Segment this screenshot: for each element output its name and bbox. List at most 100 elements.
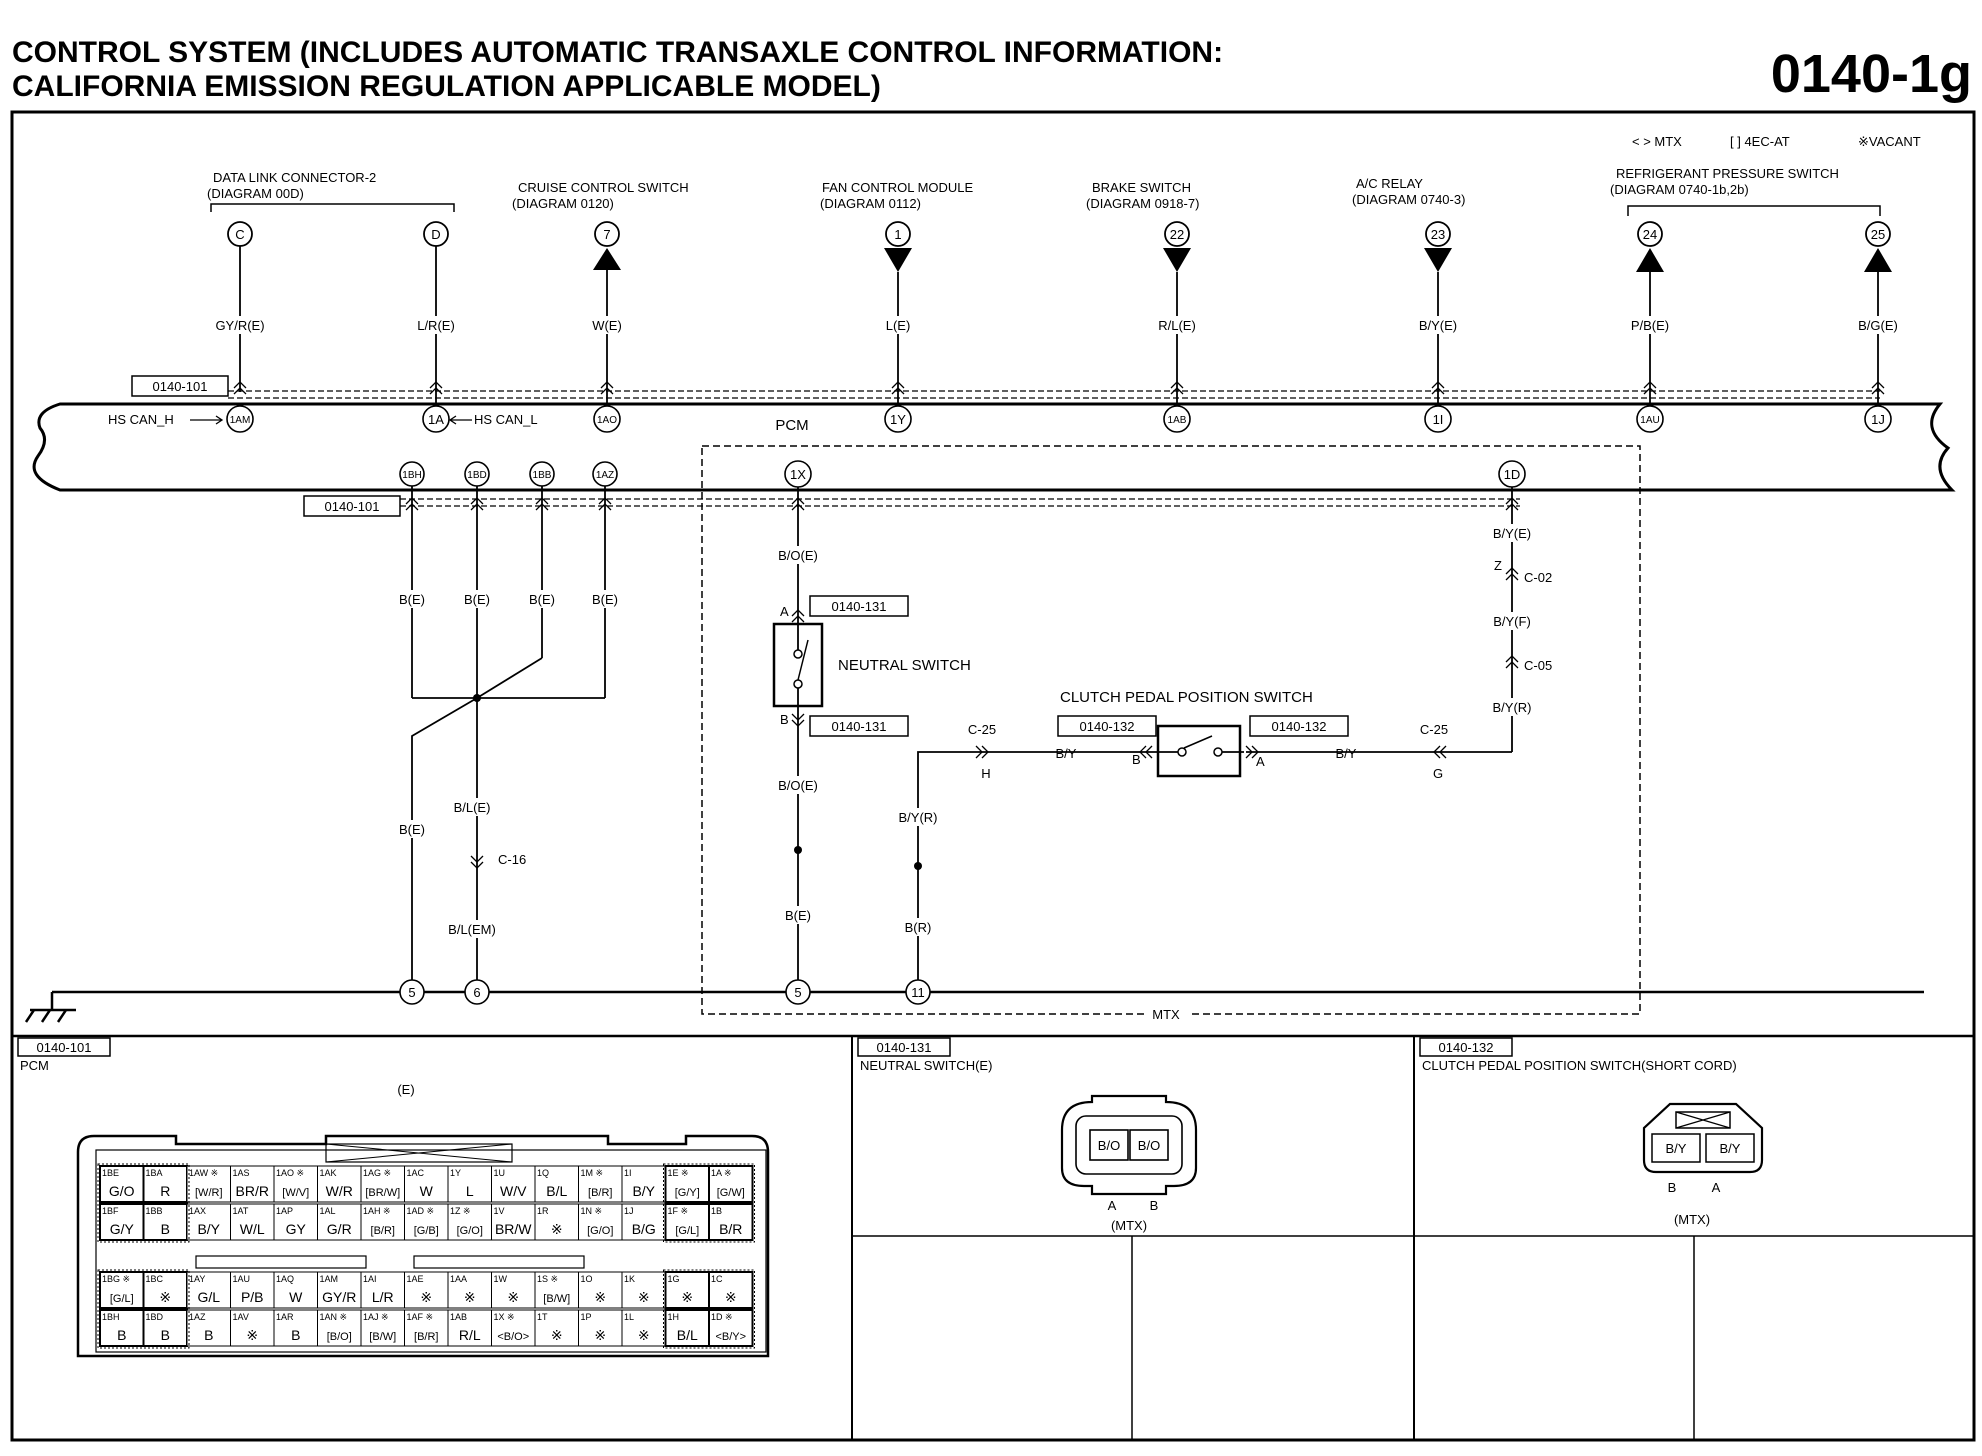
pcm-pin-id: 1W <box>494 1274 508 1284</box>
clutch-letter-right: A <box>1712 1180 1721 1195</box>
clutch-letter-left: B <box>1668 1180 1677 1195</box>
pcm-pin-1am: 1AM <box>226 405 254 433</box>
pcm-pin-wire: [B/O] <box>327 1331 352 1343</box>
pcm-pin-cell <box>273 1165 318 1203</box>
clutch-switch-label: CLUTCH PEDAL POSITION SWITCH <box>1060 689 1313 706</box>
pcm-pin-1ao: 1AO <box>593 405 621 433</box>
clutch-switch-connector-panel: 0140-132 CLUTCH PEDAL POSITION SWITCH(SH… <box>1419 1037 1764 1227</box>
pcm-pin-id: 1AL <box>320 1206 336 1216</box>
pcm-pin-id: 1A ※ <box>711 1168 732 1178</box>
pcm-pin-cell <box>99 1203 145 1241</box>
pcm-pin-wire: L/R <box>372 1289 394 1305</box>
wire-label-l: L(E) <box>886 318 911 333</box>
pcm-pin-id: 1AR <box>276 1312 294 1322</box>
hs-can-l-label: HS CAN_L <box>474 412 538 427</box>
pcm-pin-1a: 1A <box>422 405 450 433</box>
pcm-pin-wire: W <box>420 1183 434 1199</box>
pcm-pin-id: 1L <box>624 1312 634 1322</box>
pcm-pin-cell <box>360 1309 405 1347</box>
pcm-pin-id: 1BE <box>102 1168 119 1178</box>
pcm-pin-cell <box>578 1271 623 1309</box>
wire-label-pb: P/B(E) <box>1631 318 1669 333</box>
neutral-connector-housing <box>1060 1094 1198 1196</box>
pcm-pin-cell <box>360 1271 405 1309</box>
pcm-pin-cell <box>491 1309 536 1347</box>
pcm-ref-top: 0140-101 <box>153 379 208 394</box>
pcm-pin-id: 1Q <box>537 1168 549 1178</box>
svg-text:1Y: 1Y <box>890 412 906 427</box>
pcm-pin-id: 1Z ※ <box>450 1206 471 1216</box>
pcm-pin-cell <box>230 1203 275 1241</box>
pcm-pin-id: 1E ※ <box>668 1168 689 1178</box>
pcm-pin-wire: [B/W] <box>543 1293 570 1305</box>
connector-7: 7 W(E) <box>583 221 631 408</box>
hs-can-h-label: HS CAN_H <box>108 412 174 427</box>
svg-text:1BH: 1BH <box>402 470 421 481</box>
pcm-pin-wire: B/R <box>719 1221 742 1237</box>
pcm-pin-id: 1AG ※ <box>363 1168 391 1178</box>
svg-text:25: 25 <box>1871 227 1885 242</box>
wire-label-by-r-chain: B/Y(R) <box>1493 700 1532 715</box>
pcm-pin-cell <box>273 1203 318 1241</box>
hs-can-h-arrow <box>190 415 224 425</box>
svg-text:1AB: 1AB <box>1168 415 1187 426</box>
pcm-pin-wire: [G/Y] <box>675 1187 700 1199</box>
pcm-pin-wire: GY/R <box>322 1289 356 1305</box>
connector-22: 22 R/L(E) <box>1147 221 1207 408</box>
svg-text:7: 7 <box>603 227 610 242</box>
pcm-pin-wire: B/G <box>632 1221 656 1237</box>
clutch-panel-ref: 0140-132 <box>1439 1040 1494 1055</box>
svg-text:1AO: 1AO <box>597 415 617 426</box>
pcm-pin-id: 1BG ※ <box>102 1274 130 1284</box>
pcm-pin-wire: [G/O] <box>587 1225 613 1237</box>
ground-point-5-left: 5 <box>399 979 425 1005</box>
svg-text:1AM: 1AM <box>230 415 251 426</box>
pcm-pin-cell <box>708 1271 754 1309</box>
svg-text:C: C <box>235 227 244 242</box>
connector-25: 25 B/G(E) <box>1848 221 1908 404</box>
neutral-switch-connector-panel: 0140-131 NEUTRAL SWITCH(E) B/O B/O A B (… <box>857 1037 1198 1233</box>
wire-label-b-e-6: B(E) <box>785 908 811 923</box>
wire-label-b-e-3: B(E) <box>529 592 555 607</box>
neutral-letter-right: B <box>1150 1198 1159 1213</box>
pcm-pin-id: 1AZ <box>189 1312 206 1322</box>
pcm-pin-id: 1C <box>711 1274 723 1284</box>
pcm-pin-wire: B/Y <box>197 1221 220 1237</box>
pcm-pin-cell <box>534 1309 579 1347</box>
pcm-pin-wire: R/L <box>459 1327 481 1343</box>
pcm-pin-id: 1O <box>581 1274 593 1284</box>
pcm-pin-id: 1BD <box>146 1312 164 1322</box>
svg-text:1A: 1A <box>428 412 444 427</box>
pcm-cavity-hatch <box>663 1269 755 1349</box>
pcm-pin-wire: B <box>291 1327 300 1343</box>
cruise-control-switch-ref: (DIAGRAM 0120) <box>512 196 614 211</box>
neutral-switch-ref-a: 0140-131 <box>832 599 887 614</box>
legend-mtx: < > MTX <box>1632 134 1682 149</box>
pcm-pin-cell <box>186 1203 231 1241</box>
pcm-pin-wire: ※ <box>551 1221 563 1237</box>
clutch-panel-name: CLUTCH PEDAL POSITION SWITCH(SHORT CORD) <box>1422 1058 1737 1073</box>
pcm-pin-1bb: 1BB <box>529 461 555 487</box>
pcm-pin-1y: 1Y <box>884 405 912 433</box>
pcm-pin-wire: G/O <box>109 1183 135 1199</box>
wire-label-b-e-1: B(E) <box>399 592 425 607</box>
clutch-switch-ref-right: 0140-132 <box>1272 719 1327 734</box>
pcm-pin-cell <box>447 1309 492 1347</box>
pcm-pin-cell <box>230 1165 275 1203</box>
right-wire-chain: B/Y(E) Z C-02 B/Y(F) C-05 B/Y(R) <box>1486 487 1552 752</box>
pcm-pin-wire: ※ <box>464 1289 476 1305</box>
pcm-pin-cell <box>534 1203 579 1241</box>
pcm-pin-id: 1AQ <box>276 1274 294 1284</box>
connector-c: C GY/R(E) <box>205 221 275 395</box>
neutral-panel-ref: 0140-131 <box>877 1040 932 1055</box>
neutral-panel-name: NEUTRAL SWITCH(E) <box>860 1058 992 1073</box>
pcm-pin-wire: ※ <box>638 1289 650 1305</box>
pcm-pin-id: 1AX <box>189 1206 206 1216</box>
pcm-pin-wire: GY <box>286 1221 307 1237</box>
brake-switch-label: BRAKE SWITCH <box>1092 180 1191 195</box>
pcm-pin-1d: 1D <box>1498 460 1526 488</box>
pcm-pin-id: 1AE <box>407 1274 424 1284</box>
pcm-pin-cell <box>708 1309 754 1347</box>
pcm-body <box>32 402 1956 492</box>
